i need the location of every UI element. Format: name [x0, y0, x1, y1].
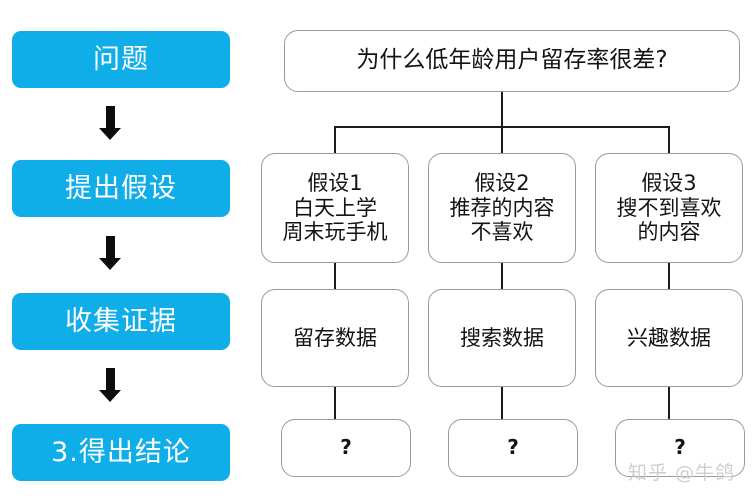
- stage-label: 问题: [93, 44, 149, 75]
- connector-drop-hypo-3: [668, 126, 670, 153]
- stage-pill-problem[interactable]: 问题: [12, 31, 230, 88]
- hypothesis-line: 搜不到喜欢: [616, 195, 722, 220]
- hypothesis-line: 假设2: [474, 170, 530, 195]
- stage-arrow-1: [99, 106, 121, 140]
- question-node[interactable]: 为什么低年龄用户留存率很差?: [284, 30, 740, 92]
- evidence-node-1[interactable]: 留存数据: [261, 289, 409, 387]
- connector-drop-hypo-2: [501, 126, 503, 153]
- conclusion-label: ?: [674, 435, 686, 460]
- stage-label: 收集证据: [65, 306, 177, 337]
- hypothesis-node-3[interactable]: 假设3 搜不到喜欢 的内容: [595, 153, 743, 263]
- conclusion-node-1[interactable]: ?: [281, 419, 411, 477]
- conclusion-node-3[interactable]: ?: [615, 419, 745, 477]
- evidence-node-3[interactable]: 兴趣数据: [595, 289, 743, 387]
- hypothesis-line: 不喜欢: [470, 220, 534, 245]
- stage-pill-evidence[interactable]: 收集证据: [12, 293, 230, 350]
- connector-hypo-evidence-1: [334, 263, 336, 289]
- hypothesis-line: 周末玩手机: [282, 220, 388, 245]
- hypothesis-line: 假设1: [307, 170, 363, 195]
- stage-pill-hypothesis[interactable]: 提出假设: [12, 160, 230, 217]
- conclusion-label: ?: [340, 435, 352, 460]
- connector-evidence-conclusion-2: [501, 387, 503, 419]
- hypothesis-line: 白天上学: [293, 195, 377, 220]
- hypothesis-line: 假设3: [641, 170, 697, 195]
- connector-drop-hypo-1: [334, 126, 336, 153]
- hypothesis-line: 推荐的内容: [449, 195, 555, 220]
- connector-hypo-evidence-2: [501, 263, 503, 289]
- hypothesis-line: 的内容: [637, 220, 701, 245]
- stage-arrow-2: [99, 236, 121, 270]
- evidence-label: 留存数据: [293, 325, 377, 350]
- hypothesis-node-2[interactable]: 假设2 推荐的内容 不喜欢: [428, 153, 576, 263]
- conclusion-node-2[interactable]: ?: [448, 419, 578, 477]
- stage-arrow-3: [99, 368, 121, 402]
- stage-label: 提出假设: [65, 173, 177, 204]
- connector-hypo-evidence-3: [668, 263, 670, 289]
- connector-evidence-conclusion-1: [334, 387, 336, 419]
- evidence-node-2[interactable]: 搜索数据: [428, 289, 576, 387]
- question-text: 为什么低年龄用户留存率很差?: [356, 47, 668, 74]
- conclusion-label: ?: [507, 435, 519, 460]
- connector-question-trunk: [501, 92, 503, 128]
- stage-pill-conclusion[interactable]: 3.得出结论: [12, 424, 230, 481]
- hypothesis-node-1[interactable]: 假设1 白天上学 周末玩手机: [261, 153, 409, 263]
- evidence-label: 兴趣数据: [627, 325, 711, 350]
- stage-label: 3.得出结论: [51, 437, 191, 468]
- evidence-label: 搜索数据: [460, 325, 544, 350]
- connector-evidence-conclusion-3: [668, 387, 670, 419]
